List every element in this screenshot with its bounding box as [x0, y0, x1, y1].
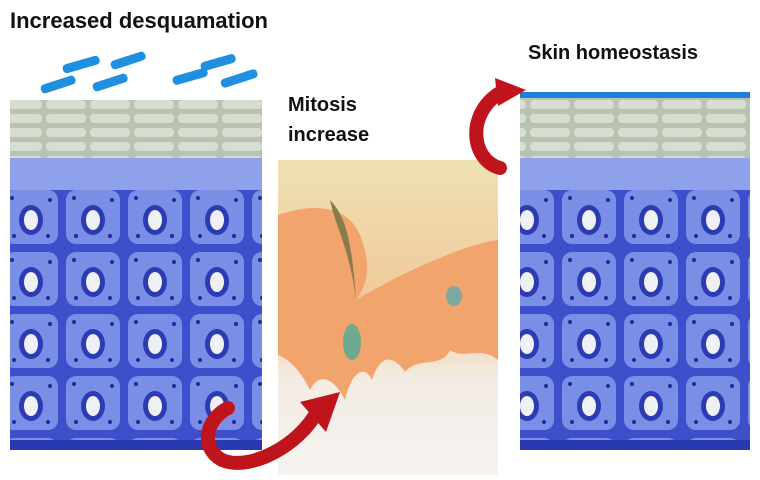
flake [110, 51, 147, 71]
right-granular-layer [520, 158, 750, 190]
right-surface-line [520, 92, 750, 98]
left-stratum-corneum [10, 100, 262, 160]
follicle-cell [343, 324, 361, 360]
left-granular-layer [10, 158, 262, 190]
flake [62, 55, 101, 74]
flake [220, 68, 259, 88]
flake [200, 53, 237, 72]
right-stratum-corneum [520, 98, 750, 158]
follicle-cell [446, 286, 462, 306]
right-skin-section [520, 92, 750, 450]
left-basal-membrane [10, 440, 262, 450]
right-basal-cells [520, 190, 750, 440]
right-title: Skin homeostasis [528, 42, 698, 65]
flake [40, 75, 77, 95]
desquamation-flakes [40, 51, 259, 95]
right-basal-membrane [520, 440, 750, 450]
left-skin-section [10, 100, 262, 450]
left-title: Increased desquamation [10, 8, 268, 34]
curved-arrow-icon [476, 78, 526, 168]
middle-title-line2: increase [288, 120, 408, 150]
flake [92, 73, 129, 93]
middle-title: Mitosis increase [288, 90, 408, 150]
middle-title-line1: Mitosis [288, 90, 408, 120]
